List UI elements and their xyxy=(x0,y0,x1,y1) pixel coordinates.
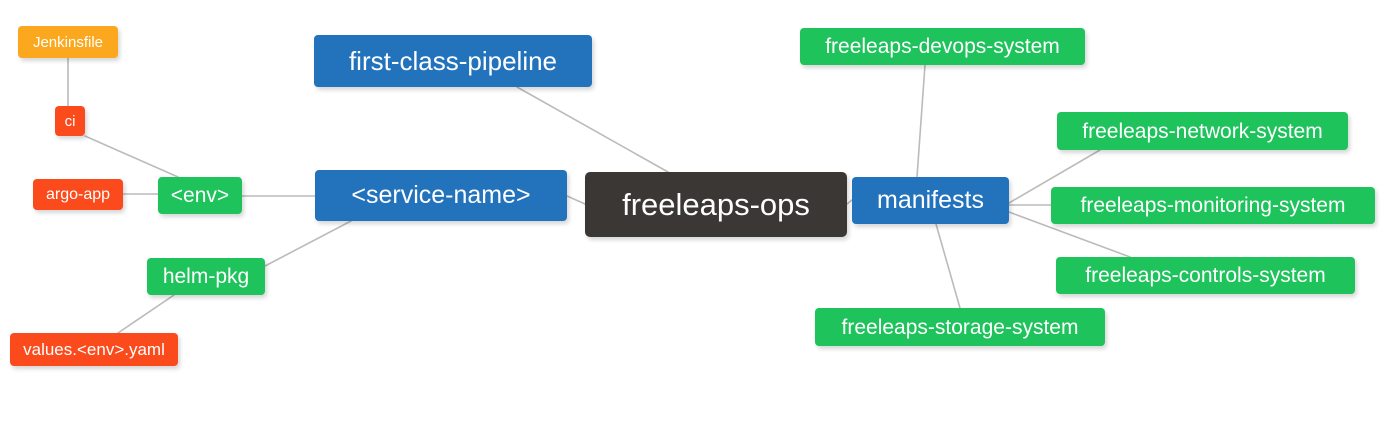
node-label: helm-pkg xyxy=(162,265,250,288)
node-jenkinsfile[interactable]: Jenkinsfile xyxy=(18,26,118,58)
node-label: freeleaps-devops-system xyxy=(825,35,1060,58)
node-helm-pkg[interactable]: helm-pkg xyxy=(147,258,265,295)
node-first-class-pipeline[interactable]: first-class-pipeline xyxy=(314,35,592,87)
node-label: freeleaps-storage-system xyxy=(841,315,1079,339)
node-freeleaps-storage-system[interactable]: freeleaps-storage-system xyxy=(815,308,1105,346)
node-ci[interactable]: ci xyxy=(55,106,85,136)
node-manifests[interactable]: manifests xyxy=(852,177,1009,224)
node-label: values.<env>.yaml xyxy=(23,340,165,359)
node-label: manifests xyxy=(877,186,984,214)
node-freeleaps-devops-system[interactable]: freeleaps-devops-system xyxy=(800,28,1085,65)
node-label: freeleaps-network-system xyxy=(1082,119,1323,143)
node-label: freeleaps-ops xyxy=(622,187,810,222)
node-freeleaps-controls-system[interactable]: freeleaps-controls-system xyxy=(1056,257,1355,294)
node-label: ci xyxy=(64,112,76,130)
node-label: argo-app xyxy=(45,185,111,203)
node-freeleaps-monitoring-system[interactable]: freeleaps-monitoring-system xyxy=(1051,187,1375,224)
node-label: freeleaps-monitoring-system xyxy=(1080,194,1346,217)
node-label: <env> xyxy=(170,184,230,207)
node-label: first-class-pipeline xyxy=(348,46,558,76)
node-env[interactable]: <env> xyxy=(158,177,242,214)
node-values-yaml[interactable]: values.<env>.yaml xyxy=(10,333,178,366)
node-argo-app[interactable]: argo-app xyxy=(33,179,123,210)
node-label: <service-name> xyxy=(351,181,531,209)
node-freeleaps-ops[interactable]: freeleaps-ops xyxy=(585,172,847,237)
node-freeleaps-network-system[interactable]: freeleaps-network-system xyxy=(1057,112,1348,150)
node-label: Jenkinsfile xyxy=(32,33,104,51)
node-label: freeleaps-controls-system xyxy=(1085,264,1326,287)
node-service-name[interactable]: <service-name> xyxy=(315,170,567,221)
